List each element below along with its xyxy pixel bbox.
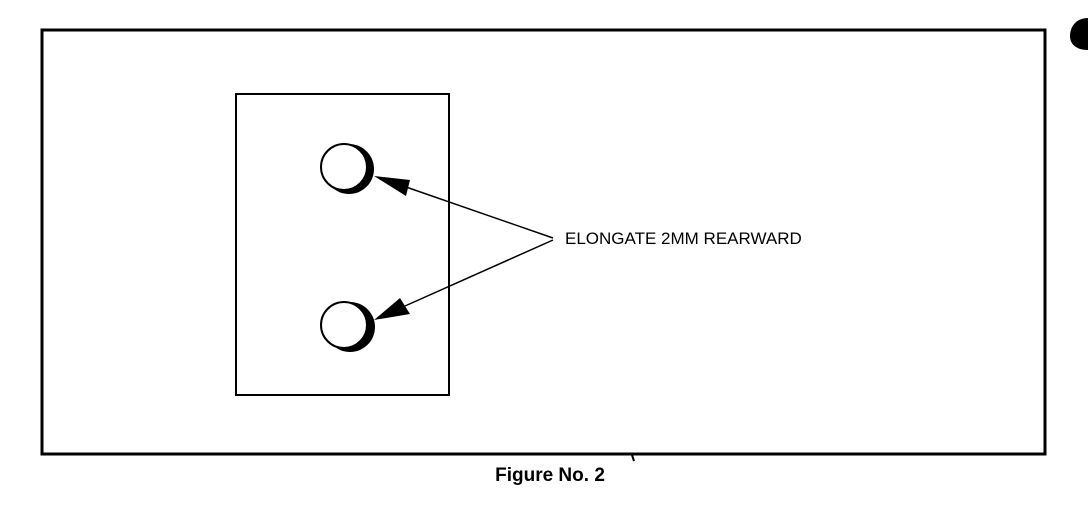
upper-arrowhead (374, 176, 410, 196)
tick-mark (631, 454, 635, 462)
mounting-plate (235, 93, 450, 396)
outer-frame (40, 28, 1047, 456)
lower-hole (320, 301, 375, 352)
edge-mark (1070, 18, 1088, 50)
upper-leader-line (405, 186, 554, 239)
figure-caption: Figure No. 2 (495, 465, 605, 486)
callout-label: ELONGATE 2MM REARWARD (565, 229, 802, 248)
lower-leader-line (404, 239, 554, 307)
upper-hole (320, 143, 374, 194)
lower-arrowhead (374, 298, 410, 320)
